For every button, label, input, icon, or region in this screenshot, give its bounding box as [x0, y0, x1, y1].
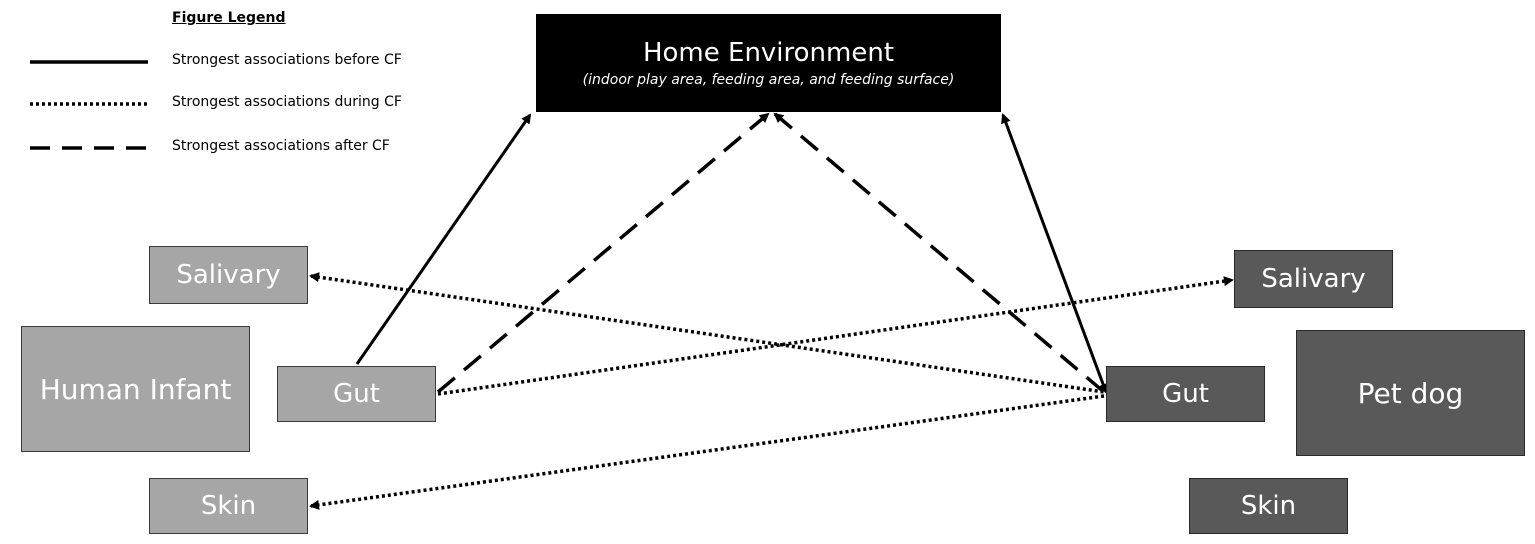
arrow-dashed-infant-gut-to-home: [436, 112, 770, 394]
arrow-dotted-infant-gut-to-dog-salivary: [437, 276, 1234, 396]
home-environment-title: Home Environment: [642, 38, 895, 68]
arrow-solid-infant-gut-to-home: [355, 113, 532, 365]
infant-skin-box: Skin: [149, 478, 308, 534]
arrow-dotted-infant-salivary-to-dog-gut: [309, 272, 1105, 394]
home-environment-subtitle: (indoor play area, feeding area, and fee…: [582, 72, 955, 88]
dog-gut-box: Gut: [1106, 366, 1265, 422]
legend-item-during: Strongest associations during CF: [172, 94, 402, 110]
pet-dog-box: Pet dog: [1296, 330, 1525, 456]
legend-title: Figure Legend: [172, 10, 286, 26]
dog-salivary-box: Salivary: [1234, 250, 1393, 308]
dog-skin-box: Skin: [1189, 478, 1348, 534]
legend-item-after: Strongest associations after CF: [172, 138, 390, 154]
arrow-dotted-dog-gut-to-infant-skin: [309, 394, 1105, 510]
infant-salivary-box: Salivary: [149, 246, 308, 304]
infant-gut-box: Gut: [277, 366, 436, 422]
arrow-dashed-home-to-dog-gut: [773, 112, 1106, 394]
legend-item-before: Strongest associations before CF: [172, 52, 402, 68]
arrow-solid-dog-gut-to-home: [1001, 113, 1108, 394]
human-infant-box: Human Infant: [21, 326, 250, 452]
home-environment-box: Home Environment (indoor play area, feed…: [536, 14, 1001, 112]
